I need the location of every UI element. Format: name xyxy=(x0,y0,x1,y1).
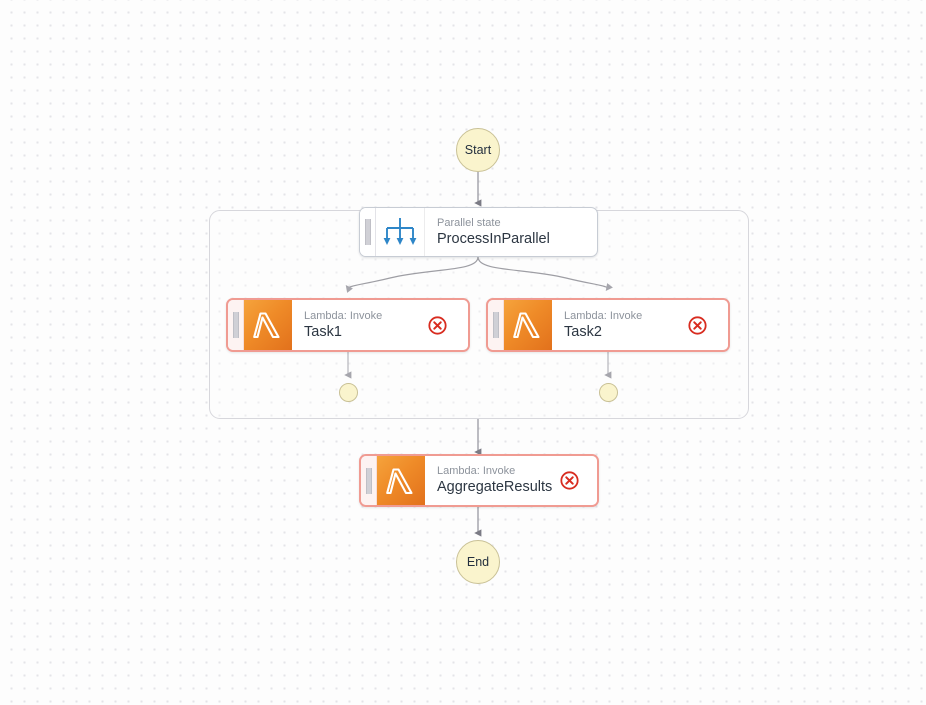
drag-handle[interactable] xyxy=(361,456,377,505)
task1-branch-end-dot[interactable] xyxy=(339,383,358,402)
task2-branch-end-dot[interactable] xyxy=(599,383,618,402)
lambda-icon xyxy=(244,300,292,350)
lambda-task2-node[interactable]: Lambda: Invoke Task2 xyxy=(486,298,730,352)
error-x-icon[interactable] xyxy=(680,300,714,350)
lambda-task2-labels: Lambda: Invoke Task2 xyxy=(552,300,680,350)
lambda-task2-subtitle: Lambda: Invoke xyxy=(564,309,643,322)
lambda-task1-subtitle: Lambda: Invoke xyxy=(304,309,383,322)
node-right-pad xyxy=(714,300,728,350)
grip-icon xyxy=(232,312,239,338)
grip-icon xyxy=(365,467,372,494)
lambda-aggregate-labels: Lambda: Invoke AggregateResults xyxy=(425,456,554,505)
grip-icon xyxy=(364,219,371,245)
end-state-node[interactable]: End xyxy=(456,540,500,584)
lambda-task2-title: Task2 xyxy=(564,323,602,340)
lambda-aggregate-subtitle: Lambda: Invoke xyxy=(437,465,516,477)
end-label: End xyxy=(466,555,490,569)
lambda-aggregate-results-node[interactable]: Lambda: Invoke AggregateResults xyxy=(359,454,599,507)
lambda-aggregate-title: AggregateResults xyxy=(437,479,553,495)
node-right-pad xyxy=(584,456,597,505)
lambda-icon xyxy=(504,300,552,350)
parallel-state-node[interactable]: Parallel state ProcessInParallel xyxy=(359,207,598,257)
grip-icon xyxy=(492,312,499,338)
start-state-node[interactable]: Start xyxy=(456,128,500,172)
drag-handle[interactable] xyxy=(488,300,504,350)
lambda-task1-node[interactable]: Lambda: Invoke Task1 xyxy=(226,298,470,352)
error-x-icon[interactable] xyxy=(420,300,454,350)
error-x-icon[interactable] xyxy=(554,456,584,505)
lambda-task1-title: Task1 xyxy=(304,323,342,340)
drag-handle[interactable] xyxy=(360,208,376,256)
parallel-split-icon xyxy=(376,208,425,256)
drag-handle[interactable] xyxy=(228,300,244,350)
lambda-task1-labels: Lambda: Invoke Task1 xyxy=(292,300,420,350)
parallel-state-labels: Parallel state ProcessInParallel xyxy=(425,208,597,256)
parallel-state-title: ProcessInParallel xyxy=(437,230,550,247)
start-label: Start xyxy=(464,143,492,157)
parallel-state-subtitle: Parallel state xyxy=(437,216,501,229)
node-right-pad xyxy=(454,300,468,350)
lambda-icon xyxy=(377,456,425,505)
